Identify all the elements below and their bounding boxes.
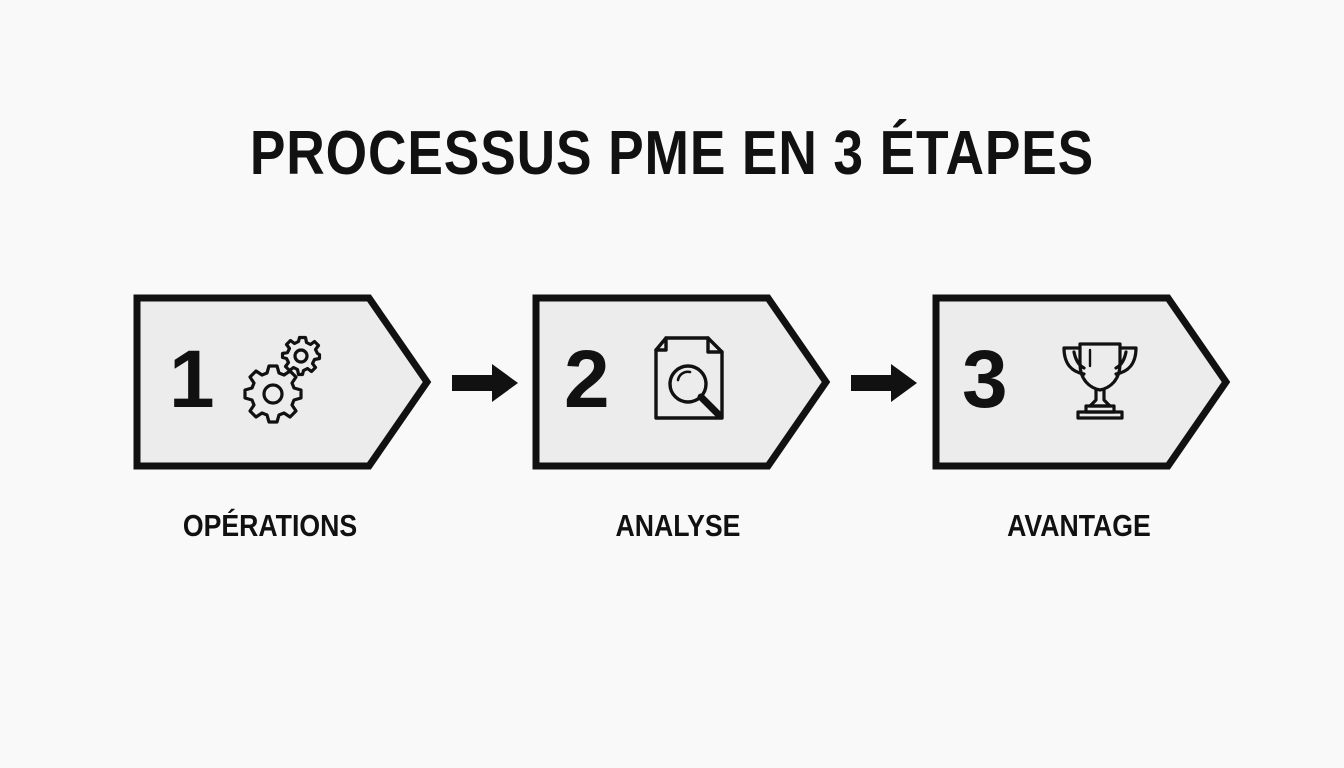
step-1-box: 1 [133, 294, 433, 470]
step-3-number: 3 [962, 334, 1008, 425]
step-3-chevron-shape [932, 294, 1231, 470]
gears-icon [237, 330, 337, 430]
arrow-2-to-3 [851, 362, 919, 404]
arrow-1-to-2 [452, 362, 520, 404]
step-1-label: OPÉRATIONS [182, 508, 358, 543]
step-2-label: ANALYSE [615, 508, 741, 543]
diagram-title: PROCESSUS PME EN 3 ÉTAPES [249, 119, 1095, 188]
document-search-icon [644, 330, 744, 430]
step-3-label: AVANTAGE [1007, 508, 1151, 543]
step-2-box: 2 [532, 294, 832, 470]
step-3-box: 3 [932, 294, 1232, 470]
step-2-number: 2 [564, 334, 610, 425]
step-1-number: 1 [169, 334, 215, 425]
step-2-chevron-shape [532, 294, 831, 470]
trophy-icon [1050, 330, 1150, 430]
step-1-chevron-shape [133, 294, 432, 470]
